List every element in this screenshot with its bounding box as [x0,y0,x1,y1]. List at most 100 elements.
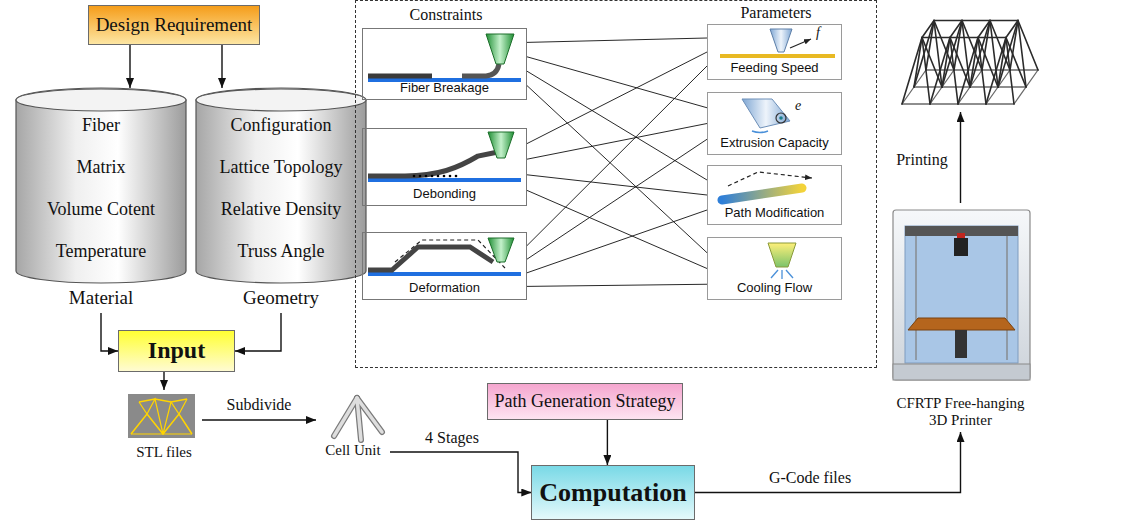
printer-figure: CFRTP Free-hanging 3D Printer [878,205,1043,432]
fiber-breakage-figure [462,64,499,76]
link-line [527,190,707,268]
stl-thumbnail [128,394,195,438]
cylinder-outline [196,89,366,111]
fiber-breakage-figure [368,34,521,80]
link-line [527,38,707,42]
flow-arrow [101,313,118,351]
debonding-figure [425,175,428,178]
extrusion-capacity-figure [776,113,786,123]
edge-label: G-Code files [767,469,853,487]
debonding-figure [437,175,440,178]
flow-arrow [695,432,961,493]
path-modification-figure [722,188,802,200]
deformation-figure [368,272,521,276]
link-line [527,210,707,273]
stl-thumbnail [139,399,187,402]
extrusion-capacity-figure [742,99,790,133]
cooling-flow-figure [771,270,778,278]
deformation-figure [395,240,505,268]
debonding-figure [413,175,416,178]
constraint-box: Fiber Breakage [362,28,527,100]
printed-lattice [954,21,962,71]
cooling-flow-figure [768,243,796,279]
box-caption: Debonding [413,187,476,202]
requirement-box: Design Requirement [88,5,261,45]
item-text: Temperature [56,230,147,272]
feeding-speed-figure [720,54,835,58]
item-text: Lattice Topology [220,146,343,188]
link-line [527,52,707,144]
symbol-letter: f [816,25,820,41]
deformation-figure [488,238,514,262]
process-label: Printing [896,151,948,169]
box-caption: Cooling Flow [737,281,812,296]
debonding-figure [368,132,521,180]
extrusion-capacity-figure [742,99,790,128]
flow-arrow [202,419,316,420]
material-cylinder: FiberMatrixVolume CotentTemperatureMater… [15,88,187,313]
cell-unit-thumbnail [334,398,382,440]
link-line [527,86,707,253]
parameter-box: Path Modification [707,165,842,225]
flow-arrow [235,313,281,351]
figure-caption: CFRTP Free-hanging 3D Printer [891,395,1031,430]
printer-figure-art [915,236,917,360]
cell-unit-figure: Cell Unit [316,388,390,462]
printer-figure-art [955,330,967,358]
item-text: Matrix [77,146,126,188]
cell-unit-thumbnail [334,398,382,440]
printing-arrow [960,112,961,203]
flow-arrow [607,420,608,465]
cylinder-outline [16,88,186,283]
fiber-breakage-figure [486,34,514,64]
column-heading: Constraints [410,6,483,24]
box-caption: Fiber Breakage [400,81,489,96]
computation-box: Computation [531,465,694,520]
printed-lattice [942,21,962,88]
path-modification-figure [722,172,812,200]
printed-lattice [934,20,962,22]
link-line [527,284,707,286]
edge-label: Subdivide [225,396,294,414]
edge-label: 4 Stages [423,429,481,447]
cooling-flow-figure [786,270,793,278]
debonding-figure [488,132,514,158]
printed-lattice [990,20,1018,22]
printed-lattice [1010,21,1018,71]
printed-lattice [998,21,1018,88]
link-line [527,66,707,246]
deformation-figure [368,247,493,270]
box-label: Computation [539,478,686,508]
cell-unit-thumbnail [334,398,357,436]
cylinder-outline [196,88,366,283]
printer-figure-art [905,226,1018,363]
figure-caption: STL files [136,444,192,461]
path-modification-figure [728,172,812,186]
deformation-figure [368,238,521,274]
input-box: Input [118,330,235,372]
link-line [527,175,707,195]
figure-caption: Cell Unit [325,442,380,459]
debonding-figure [449,175,452,178]
debonding-figure [419,175,422,178]
printer-figure-art [957,233,965,238]
item-text: Volume Cotent [47,188,155,230]
printed-lattice [970,21,990,88]
extrusion-capacity-figure [752,131,768,133]
printer-figure-art [893,210,1030,380]
strategy-box: Path Generation Strategy [487,383,684,420]
box-label: Design Requirement [96,14,253,36]
box-caption: Extrusion Capacity [720,136,828,151]
debonding-figure [413,175,458,178]
debonding-figure [431,175,434,178]
extrusion-capacity-figure [779,116,783,120]
stl-thumbnail [128,394,195,438]
flow-arrow [221,45,222,88]
printed-lattice [914,21,934,88]
printed-lattice [926,21,934,71]
constraint-box: Deformation [362,232,527,300]
geometry-cylinder: ConfigurationLattice TopologyRelative De… [195,88,367,313]
link-line [527,71,707,180]
debonding-figure [368,152,498,176]
